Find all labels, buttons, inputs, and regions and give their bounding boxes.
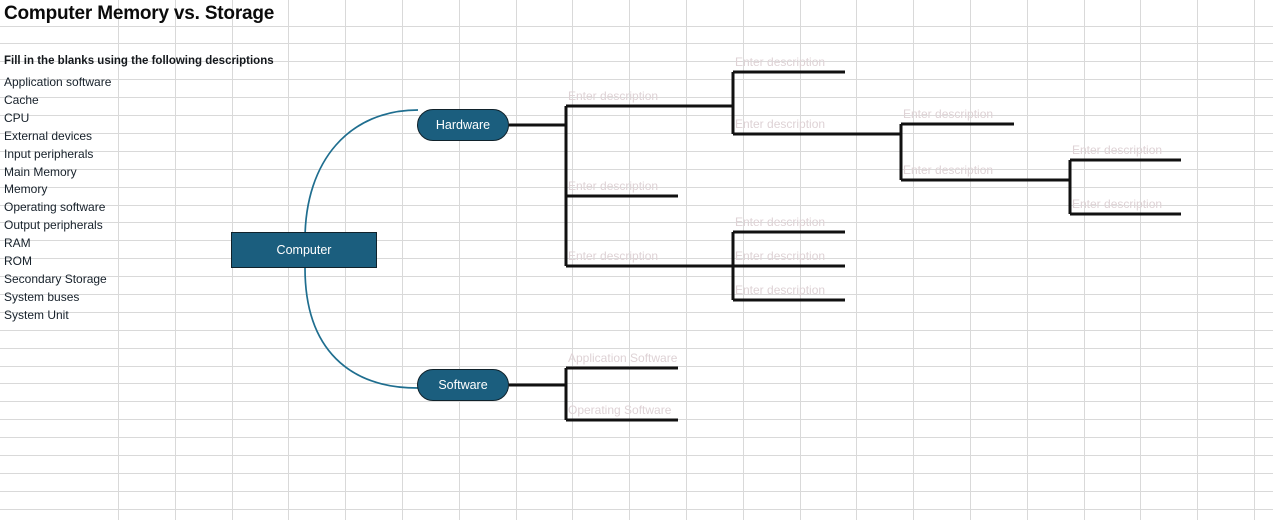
- description-list-item[interactable]: CPU: [4, 110, 30, 125]
- grid-row-line: [0, 97, 1273, 98]
- description-list-item[interactable]: External devices: [4, 128, 93, 143]
- node-hardware-label: Hardware: [435, 118, 491, 132]
- grid-column-line: [516, 0, 517, 520]
- grid-column-line: [175, 0, 176, 520]
- grid-row-line: [0, 151, 1273, 152]
- node-hardware[interactable]: Hardware: [417, 109, 509, 141]
- description-list-item[interactable]: Cache: [4, 92, 39, 107]
- grid-column-line: [1084, 0, 1085, 520]
- grid-column-line: [1027, 0, 1028, 520]
- grid-row-line: [0, 115, 1273, 116]
- grid-column-line: [118, 0, 119, 520]
- grid-row-line: [0, 312, 1273, 313]
- grid-column-line: [572, 0, 573, 520]
- description-list-item[interactable]: Application software: [4, 75, 112, 89]
- grid-column-line: [856, 0, 857, 520]
- grid-row-line: [0, 79, 1273, 80]
- description-list-item[interactable]: Memory: [4, 182, 48, 197]
- grid-row-line: [0, 205, 1273, 206]
- description-list-item[interactable]: Main Memory: [4, 164, 77, 179]
- description-list-item[interactable]: Secondary Storage: [4, 271, 107, 286]
- grid-row-line: [0, 43, 1273, 44]
- grid-column-line: [800, 0, 801, 520]
- grid-row-line: [0, 383, 1273, 384]
- node-software[interactable]: Software: [417, 369, 509, 401]
- grid-row-line: [0, 276, 1273, 277]
- node-computer[interactable]: Computer: [231, 232, 377, 268]
- grid-row-line: [0, 473, 1273, 474]
- grid-row-line: [0, 437, 1273, 438]
- page-title: Computer Memory vs. Storage: [4, 3, 275, 24]
- grid-row-line: [0, 401, 1273, 402]
- grid-column-line: [459, 0, 460, 520]
- grid-row-line: [0, 222, 1273, 223]
- grid-column-line: [970, 0, 971, 520]
- grid-column-line: [1197, 0, 1198, 520]
- description-list-item[interactable]: System Unit: [4, 307, 69, 322]
- grid-row-line: [0, 491, 1273, 492]
- grid-column-line: [1254, 0, 1255, 520]
- branch-lines: [509, 70, 1181, 422]
- grid-row-line: [0, 294, 1273, 295]
- description-list-item[interactable]: Output peripherals: [4, 218, 103, 233]
- grid-row-line: [0, 61, 1273, 62]
- description-list-item[interactable]: System buses: [4, 289, 80, 304]
- description-list-item[interactable]: RAM: [4, 236, 31, 251]
- node-software-label: Software: [438, 378, 488, 392]
- description-list-item[interactable]: ROM: [4, 254, 32, 268]
- grid-row-line: [0, 348, 1273, 349]
- connector-root-to-software: [304, 267, 419, 389]
- grid-row-line: [0, 330, 1273, 331]
- grid-row-line: [0, 187, 1273, 188]
- node-computer-label: Computer: [276, 243, 332, 257]
- connector-root-to-hardware: [304, 109, 419, 241]
- description-list-item[interactable]: Input peripherals: [4, 146, 94, 161]
- grid-row-line: [0, 240, 1273, 241]
- grid-column-line: [629, 0, 630, 520]
- grid-column-line: [1140, 0, 1141, 520]
- grid-column-line: [686, 0, 687, 520]
- grid-row-line: [0, 258, 1273, 259]
- grid-row-line: [0, 26, 1273, 27]
- grid-row-line: [0, 133, 1273, 134]
- grid-row-line: [0, 509, 1273, 510]
- grid-row-line: [0, 455, 1273, 456]
- grid-column-line: [743, 0, 744, 520]
- grid-column-line: [402, 0, 403, 520]
- grid-row-line: [0, 169, 1273, 170]
- description-list-heading: Fill in the blanks using the following d…: [4, 55, 274, 67]
- description-list-item[interactable]: Operating software: [4, 200, 106, 215]
- grid-column-line: [913, 0, 914, 520]
